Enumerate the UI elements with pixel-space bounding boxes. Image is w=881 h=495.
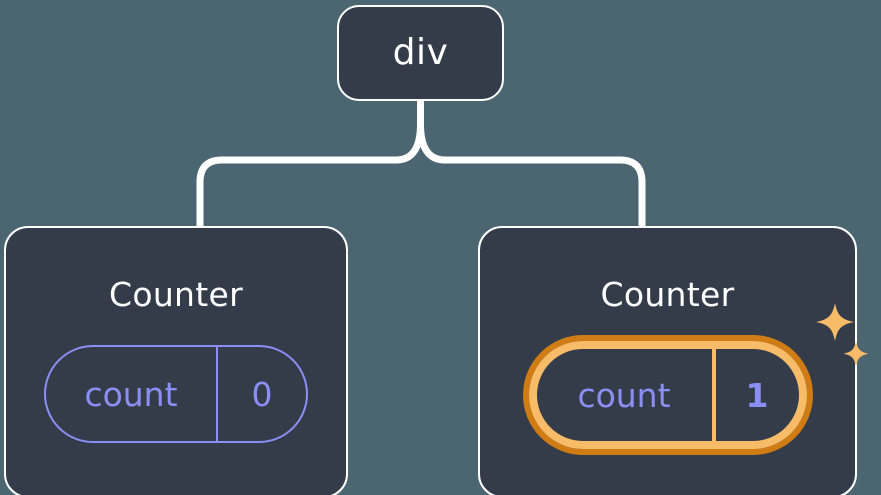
node-counter-right[interactable]: Counter count 1 [478,226,868,495]
counter-title: Counter [109,275,243,314]
connector-right-branch [417,120,646,230]
state-key-label: count [577,375,671,415]
sparkle-large-icon [815,303,854,341]
state-pill-left[interactable]: count 0 [44,345,308,443]
state-value-label: 1 [711,341,799,449]
state-value-label: 0 [216,347,306,441]
state-pill-right-highlighted[interactable]: count 1 [522,303,868,455]
counter-title: Counter [600,275,735,314]
node-counter-left[interactable]: Counter count 0 [4,226,348,495]
node-div-label: div [392,32,449,73]
state-key-label: count [84,374,178,414]
node-div[interactable]: div [337,5,504,101]
connector-left-branch [196,120,424,230]
